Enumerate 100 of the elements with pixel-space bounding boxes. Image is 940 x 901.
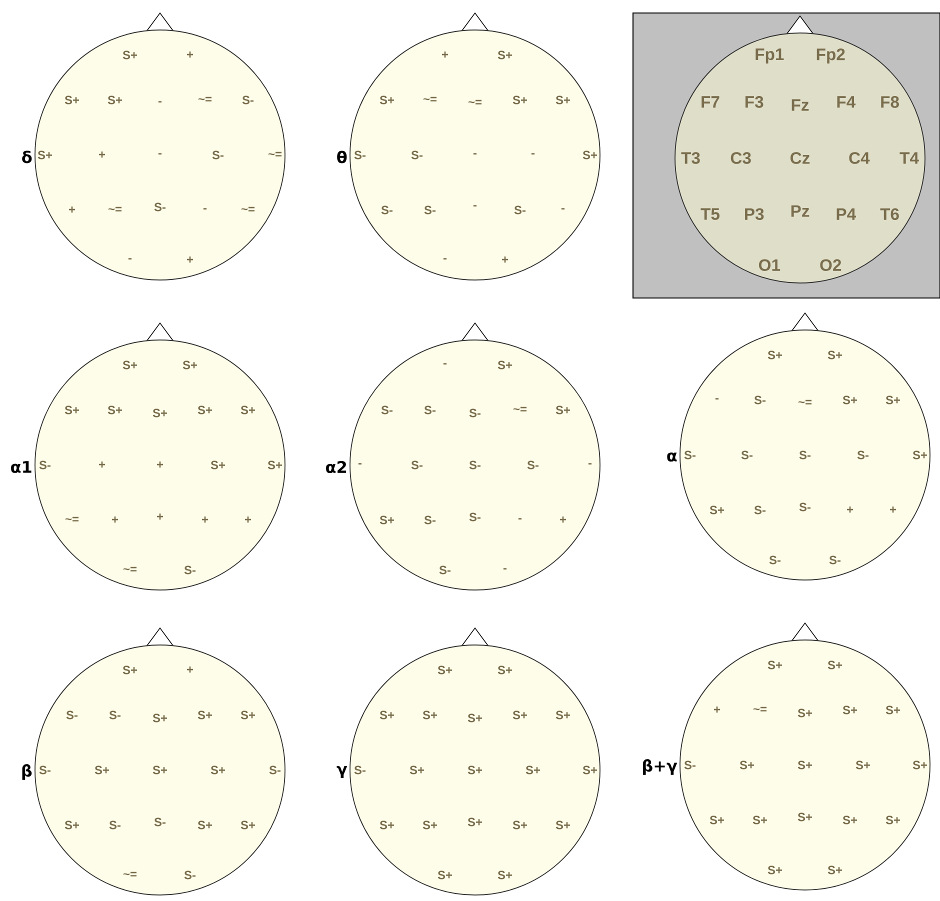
electrode-mark: S+ [380, 710, 394, 720]
electrode-mark: ~= [753, 706, 767, 712]
electrode-mark: S- [39, 460, 51, 470]
electrode-mark: S+ [380, 820, 394, 830]
electrode-mark: + [502, 256, 508, 263]
electrode-mark: S- [154, 202, 166, 212]
head-outline [350, 12, 600, 280]
electrode-mark: S- [154, 818, 166, 826]
electrode-mark: S- [109, 710, 121, 720]
electrode-mark: S- [424, 516, 436, 524]
electrode-mark: - [473, 205, 477, 207]
electrode-mark: S+ [152, 408, 168, 418]
electrode-mark: S+ [468, 714, 482, 722]
electrode-name: T4 [900, 152, 919, 164]
electrode-mark: + [890, 506, 896, 513]
electrode-name: O2 [820, 259, 842, 272]
electrode-name: Fp1 [756, 48, 784, 64]
electrode-mark: S- [269, 766, 281, 774]
electrode-mark: S+ [886, 706, 900, 714]
electrode-mark: - [158, 101, 162, 103]
electrode-mark: + [442, 51, 448, 58]
electrode-mark: S- [469, 408, 481, 418]
electrode-mark: S- [799, 450, 811, 460]
electrode-mark: S- [424, 206, 436, 214]
electrode-mark: S+ [438, 870, 452, 880]
electrode-mark: S- [769, 556, 781, 564]
electrode-mark: S- [212, 150, 224, 160]
electrode-name: T3 [681, 152, 700, 164]
electrode-mark: S- [684, 450, 696, 460]
electrode-mark: S+ [422, 820, 438, 830]
electrode-mark: S+ [752, 816, 768, 824]
electrode-mark: + [245, 516, 252, 523]
electrode-mark: S+ [512, 820, 528, 830]
electrode-name: P3 [745, 208, 764, 220]
electrode-mark: S+ [210, 766, 226, 774]
electrode-name: F8 [881, 96, 899, 108]
electrode-mark: ~= [798, 400, 812, 404]
electrode-mark: - [715, 398, 719, 400]
electrode-mark: S+ [64, 96, 80, 104]
head-outline [350, 627, 600, 896]
electrode-mark: S+ [842, 706, 858, 714]
electrode-mark: S- [439, 566, 451, 574]
band-label: β+γ [642, 759, 678, 775]
electrode-mark: S- [242, 96, 254, 104]
electrode-mark: + [69, 206, 76, 213]
electrode-mark: S- [527, 460, 539, 470]
electrode-mark: S- [469, 512, 481, 522]
electrode-mark: - [443, 258, 447, 260]
electrode-mark: ~= [65, 516, 79, 522]
electrode-mark: S+ [798, 812, 812, 822]
electrode-name: Pz [791, 205, 810, 217]
electrode-mark: ~= [241, 206, 255, 212]
electrode-mark: S- [354, 150, 366, 160]
electrode-mark: S+ [182, 360, 198, 370]
electrode-mark: S- [66, 710, 78, 720]
electrode-mark: S+ [556, 820, 570, 830]
electrode-mark: ~= [123, 566, 137, 572]
electrode-mark: S+ [526, 766, 540, 774]
electrode-mark: S+ [498, 870, 512, 880]
electrode-mark: + [99, 461, 106, 468]
electrode-mark: S+ [798, 760, 812, 770]
electrode-mark: - [518, 518, 522, 520]
electrode-mark: S+ [198, 406, 212, 414]
electrode-name: T5 [700, 208, 720, 220]
electrode-mark: + [202, 516, 208, 523]
electrode-name: Fp2 [816, 48, 845, 64]
electrode-mark: S+ [108, 406, 122, 414]
electrode-mark: S+ [122, 360, 138, 370]
electrode-mark: S+ [912, 450, 928, 460]
electrode-mark: S+ [152, 766, 168, 774]
electrode-mark: S+ [122, 50, 138, 60]
electrode-mark: S- [109, 820, 121, 830]
electrode-mark: S+ [410, 766, 424, 774]
electrode-mark: S+ [198, 820, 212, 830]
electrode-mark: ~= [108, 206, 122, 212]
electrode-mark: S+ [710, 506, 724, 514]
band-label: θ [337, 150, 347, 164]
electrode-mark: ~= [468, 100, 482, 104]
electrode-mark: S+ [912, 760, 928, 770]
electrode-mark: S- [381, 206, 393, 214]
electrode-mark: + [560, 516, 566, 523]
electrode-mark: - [158, 153, 162, 155]
electrode-mark: S+ [468, 818, 482, 826]
electrode-mark: S+ [64, 406, 80, 414]
electrode-mark: S- [857, 450, 869, 460]
electrode-mark: S+ [856, 760, 870, 770]
electrode-name: F4 [837, 96, 856, 108]
electrode-mark: S- [39, 766, 51, 774]
electrode-mark: - [203, 208, 207, 210]
electrode-name: F7 [702, 96, 720, 108]
electrode-name: C3 [730, 152, 751, 164]
electrode-mark: S- [469, 460, 481, 470]
electrode-mark: S- [829, 556, 841, 564]
electrode-mark: - [588, 463, 592, 465]
electrode-mark: - [443, 363, 447, 365]
head-outline [34, 627, 286, 896]
band-label: β [22, 764, 32, 780]
head-outline [350, 322, 600, 590]
electrode-name: C4 [849, 152, 870, 164]
electrode-mark: S+ [38, 150, 52, 160]
